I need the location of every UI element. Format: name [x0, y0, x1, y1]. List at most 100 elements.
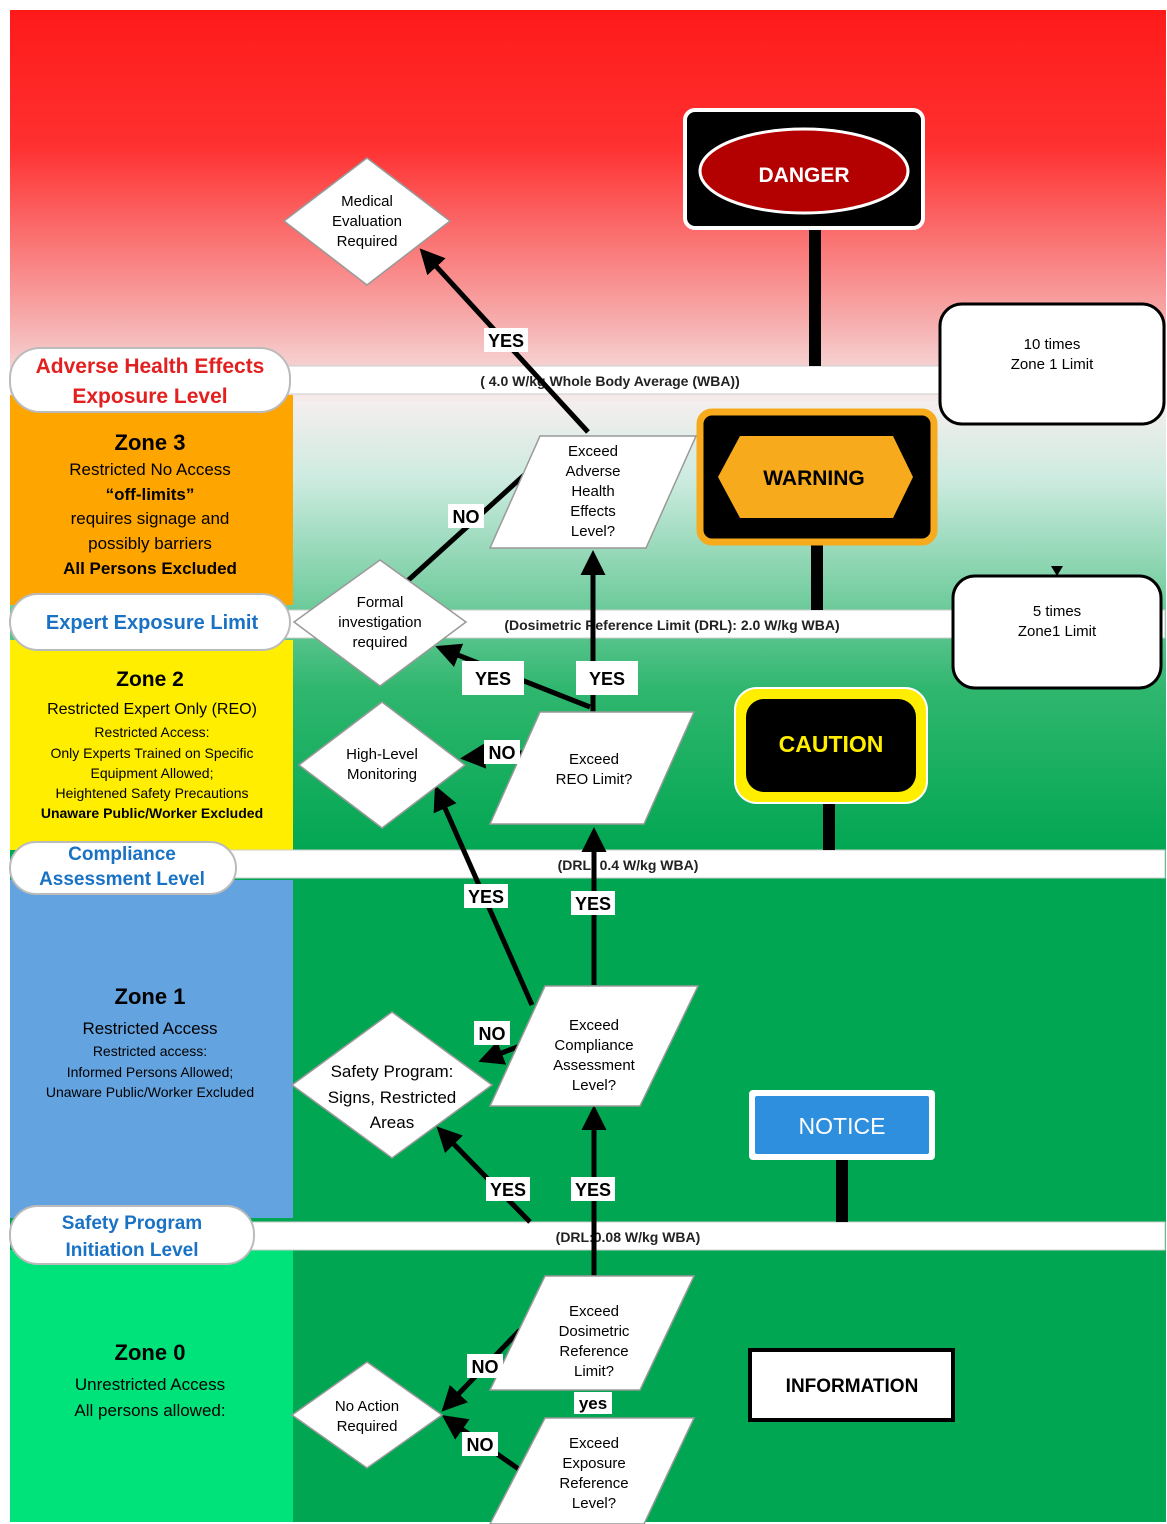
safety-level-label: Safety Program Initiation Level: [9, 1205, 255, 1265]
ten-times-callout: 10 times Zone 1 Limit: [938, 302, 1166, 426]
svg-text:Only Experts Trained on Specif: Only Experts Trained on Specific: [50, 745, 253, 761]
svg-text:NOTICE: NOTICE: [799, 1113, 886, 1139]
svg-text:Restricted Expert Only (REO): Restricted Expert Only (REO): [47, 701, 257, 718]
decision-drl-limit: Exceed Dosimetric Reference Limit?: [488, 1275, 696, 1391]
svg-text:Exposure Level: Exposure Level: [72, 385, 227, 408]
action-high-level-monitoring: High-Level Monitoring: [297, 701, 467, 829]
svg-text:Dosimetric: Dosimetric: [559, 1323, 630, 1340]
svg-text:requires signage and: requires signage and: [71, 509, 230, 528]
label-yes-safety: YES: [486, 1177, 530, 1201]
svg-text:Areas: Areas: [370, 1113, 414, 1132]
svg-text:Formal: Formal: [357, 594, 404, 611]
adverse-level-label: Adverse Health Effects Exposure Level: [9, 347, 291, 413]
svg-text:Signs, Restricted: Signs, Restricted: [328, 1088, 457, 1107]
zone2-band: [10, 640, 293, 850]
svg-text:YES: YES: [490, 1180, 526, 1200]
svg-text:Restricted Access: Restricted Access: [82, 1019, 217, 1038]
svg-text:High-Level: High-Level: [346, 746, 418, 763]
svg-text:Monitoring: Monitoring: [347, 766, 417, 783]
svg-text:All persons allowed:: All persons allowed:: [74, 1401, 225, 1420]
svg-text:Informed Persons Allowed;: Informed Persons Allowed;: [67, 1064, 234, 1080]
svg-text:Zone 0: Zone 0: [115, 1340, 186, 1365]
svg-text:10 times: 10 times: [1024, 336, 1081, 353]
svg-text:Expert Exposure Limit: Expert Exposure Limit: [46, 612, 259, 634]
arrow-drl-to-safety: [436, 1126, 532, 1224]
svg-text:Heightened Safety Precautions: Heightened Safety Precautions: [55, 785, 248, 801]
label-yes-reo-up: YES: [576, 661, 638, 695]
caution-post: [823, 800, 835, 850]
svg-text:Exposure: Exposure: [562, 1455, 625, 1472]
svg-text:Restricted No Access: Restricted No Access: [69, 460, 231, 479]
svg-text:Zone 1 Limit: Zone 1 Limit: [1011, 356, 1094, 373]
svg-text:YES: YES: [575, 894, 611, 914]
label-yes-monitoring: YES: [464, 884, 508, 908]
svg-text:Level?: Level?: [571, 523, 615, 540]
action-no-action: No Action Required: [290, 1361, 444, 1469]
zone1-description: Zone 1 Restricted Access Restricted acce…: [46, 984, 254, 1100]
information-sign: INFORMATION: [748, 1348, 955, 1422]
svg-text:NO: NO: [472, 1357, 499, 1377]
svg-text:Exceed: Exceed: [569, 1303, 619, 1320]
svg-text:Reference: Reference: [559, 1475, 628, 1492]
svg-text:“off-limits”: “off-limits”: [106, 485, 195, 504]
label-no-erl: NO: [462, 1432, 498, 1456]
svg-text:Exceed: Exceed: [569, 751, 619, 768]
svg-text:Exceed: Exceed: [569, 1017, 619, 1034]
svg-text:INFORMATION: INFORMATION: [786, 1376, 919, 1397]
svg-text:All Persons Excluded: All Persons Excluded: [63, 559, 237, 578]
svg-text:Restricted Access:: Restricted Access:: [94, 724, 209, 740]
safety-level-band: [249, 1221, 1166, 1251]
svg-text:REO Limit?: REO Limit?: [556, 771, 633, 788]
action-medical-evaluation: Medical Evaluation Required: [282, 157, 452, 286]
svg-text:Compliance: Compliance: [554, 1037, 633, 1054]
label-no-drl: NO: [467, 1354, 503, 1378]
svg-text:Unrestricted Access: Unrestricted Access: [75, 1375, 225, 1394]
decision-reo-limit: Exceed REO Limit?: [488, 711, 696, 825]
danger-sign: DANGER: [683, 108, 925, 230]
expert-level-label: Expert Exposure Limit: [9, 593, 291, 651]
decision-compliance-level: Exceed Compliance Assessment Level?: [488, 985, 700, 1107]
svg-text:Level?: Level?: [572, 1495, 616, 1512]
svg-text:NO: NO: [453, 507, 480, 527]
label-yes-medical: YES: [484, 328, 528, 352]
svg-text:Restricted access:: Restricted access:: [93, 1043, 207, 1059]
svg-text:possibly barriers: possibly barriers: [88, 534, 212, 553]
svg-text:WARNING: WARNING: [763, 467, 865, 490]
svg-text:Medical: Medical: [341, 193, 393, 210]
svg-text:YES: YES: [475, 669, 511, 689]
label-yes-erl-up: yes: [574, 1392, 612, 1414]
svg-text:Required: Required: [337, 1418, 398, 1435]
svg-text:DANGER: DANGER: [758, 164, 849, 187]
svg-text:Assessment Level: Assessment Level: [39, 869, 205, 890]
warning-sign: WARNING: [696, 408, 938, 546]
label-yes-formal: YES: [462, 661, 524, 695]
zone2-description: Zone 2 Restricted Expert Only (REO) Rest…: [41, 668, 263, 821]
svg-text:YES: YES: [575, 1180, 611, 1200]
svg-text:Unaware Public/Worker Excluded: Unaware Public/Worker Excluded: [41, 805, 263, 821]
svg-text:Evaluation: Evaluation: [332, 213, 402, 230]
zone3-band: [10, 395, 293, 605]
svg-text:NO: NO: [479, 1024, 506, 1044]
svg-text:Adverse Health Effects: Adverse Health Effects: [36, 355, 265, 378]
caution-sign: CAUTION: [734, 687, 928, 804]
svg-text:Safety Program:: Safety Program:: [331, 1062, 454, 1081]
svg-text:CAUTION: CAUTION: [779, 731, 884, 757]
svg-text:Adverse: Adverse: [565, 463, 620, 480]
callout-arrow-marker: [1051, 566, 1063, 576]
svg-text:Reference: Reference: [559, 1343, 628, 1360]
svg-text:No Action: No Action: [335, 1398, 399, 1415]
svg-text:5 times: 5 times: [1033, 603, 1081, 620]
arrow-compliance-no-to-safety: [478, 1041, 521, 1065]
compliance-level-line: (DRL: 0.4 W/kg WBA): [558, 857, 699, 873]
svg-text:yes: yes: [579, 1394, 607, 1413]
svg-text:Initiation Level: Initiation Level: [65, 1240, 198, 1261]
svg-text:investigation: investigation: [338, 614, 421, 631]
svg-text:NO: NO: [467, 1435, 494, 1455]
svg-text:Zone 1: Zone 1: [115, 984, 186, 1009]
svg-text:YES: YES: [488, 331, 524, 351]
svg-text:NO: NO: [489, 743, 516, 763]
notice-post: [836, 1160, 848, 1222]
decision-adverse-health: Exceed Adverse Health Effects Level?: [488, 435, 698, 549]
adverse-level-line: ( 4.0 W/kg Whole Body Average (WBA)): [480, 373, 740, 389]
zone1-band: [10, 880, 293, 1218]
